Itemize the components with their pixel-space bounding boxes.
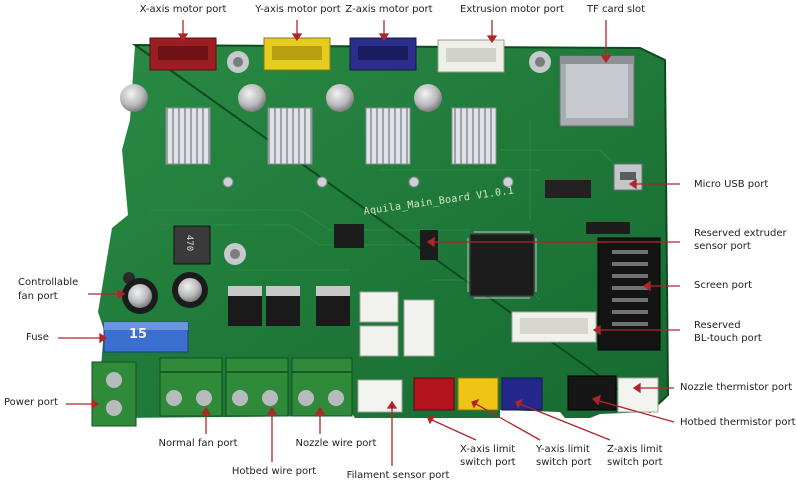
inductor [173,225,211,265]
label-y-motor-port: Y-axis motor port [255,4,341,15]
label-z-limit-line2: switch port [607,457,663,468]
hotbed-terminal [225,357,289,417]
fuse-rating-text: 15 [129,327,148,342]
x-limit-connector [413,377,455,411]
label-extruder-sensor-line1: Reserved extruder [694,228,787,239]
label-z-limit-line1: Z-axis limit [607,444,663,455]
annotation-arrows [58,20,680,466]
y-driver-heatsink [267,107,313,165]
label-extrusion-motor-port: Extrusion motor port [460,4,564,15]
inductor-marking-text: 470 [184,234,195,252]
x-driver-heatsink [165,107,211,165]
label-y-limit-line2: switch port [536,457,592,468]
label-screen-port: Screen port [694,280,753,291]
label-x-limit-line1: X-axis limit [460,444,516,455]
e-driver-heatsink [451,107,497,165]
mcu-chip [469,233,535,297]
label-x-limit-line2: switch port [460,457,516,468]
label-extruder-sensor-line2: sensor port [694,241,751,252]
label-hotbed-wire-port: Hotbed wire port [231,466,317,477]
label-normal-fan-port: Normal fan port [158,438,238,449]
label-tf-card-slot: TF card slot [586,4,646,15]
label-fuse: Fuse [26,332,49,343]
label-bltouch-line1: Reserved [694,320,741,331]
label-micro-usb-port: Micro USB port [694,179,769,190]
nozzle-terminal [291,357,353,417]
label-x-motor-port: X-axis motor port [139,4,227,15]
label-z-motor-port: Z-axis motor port [345,4,433,15]
label-nozzle-thermistor-port: Nozzle thermistor port [680,382,793,393]
hotbed-thermistor-connector [567,375,617,411]
screen-connector [597,237,661,351]
z-driver-heatsink [365,107,411,165]
label-fan-ctrl-line2: fan port [18,291,58,302]
power-terminal [91,361,137,427]
label-power-port: Power port [4,397,58,408]
label-filament-sensor-port: Filament sensor port [346,470,450,481]
label-y-limit-line1: Y-axis limit [536,444,590,455]
label-nozzle-wire-port: Nozzle wire port [295,438,377,449]
label-hotbed-thermistor-port: Hotbed thermistor port [680,417,796,428]
nozzle-thermistor-connector [617,377,659,413]
label-bltouch-line2: BL-touch port [694,333,762,344]
fan-terminal [159,357,223,417]
label-fan-ctrl-line1: Controllable [18,277,79,288]
